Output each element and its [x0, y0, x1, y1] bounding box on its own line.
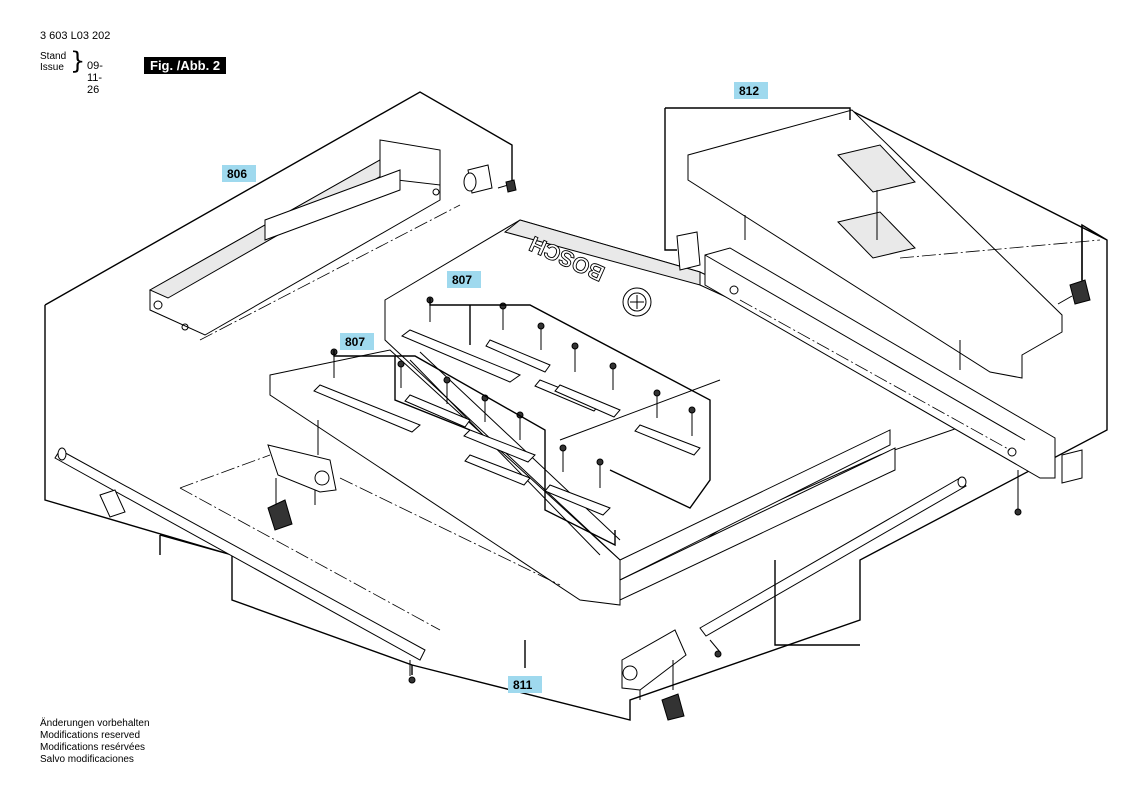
clamp-strips [313, 296, 711, 547]
rail-812 [664, 107, 1101, 484]
brace-icon: } [70, 47, 86, 75]
figure-label: Fig. /Abb. 2 [144, 57, 227, 74]
svg-text:807: 807 [452, 273, 472, 287]
svg-text:811: 811 [513, 678, 533, 692]
callout-812: 812 [734, 82, 768, 99]
footer-notice: Änderungen vorbehalten Modifications res… [40, 718, 150, 766]
footer-line-es: Salvo modificaciones [40, 754, 134, 765]
svg-text:807: 807 [345, 335, 365, 349]
issue-labels: Stand Issue [40, 51, 66, 73]
callout-807-lower: 807 [340, 333, 374, 350]
issue-date: 09-11-26 [87, 60, 103, 96]
callout-807-upper: 807 [447, 271, 481, 288]
footer-line-en: Modifications reserved [40, 730, 141, 741]
callout-811: 811 [508, 676, 542, 693]
issue-label: Issue [40, 62, 64, 73]
extrusion-806 [148, 139, 517, 341]
svg-text:806: 806 [227, 167, 247, 181]
screw-icons [330, 296, 696, 466]
svg-text:812: 812 [739, 84, 759, 98]
document-number: 3 603 L03 202 [40, 30, 111, 42]
footer-line-de: Änderungen vorbehalten [40, 718, 150, 729]
stand-label: Stand [40, 51, 67, 62]
assembly-boundary [44, 91, 1108, 721]
footer-line-fr: Modifications resérvées [40, 742, 146, 753]
rods-811 [54, 420, 1022, 721]
callout-806: 806 [222, 165, 256, 182]
